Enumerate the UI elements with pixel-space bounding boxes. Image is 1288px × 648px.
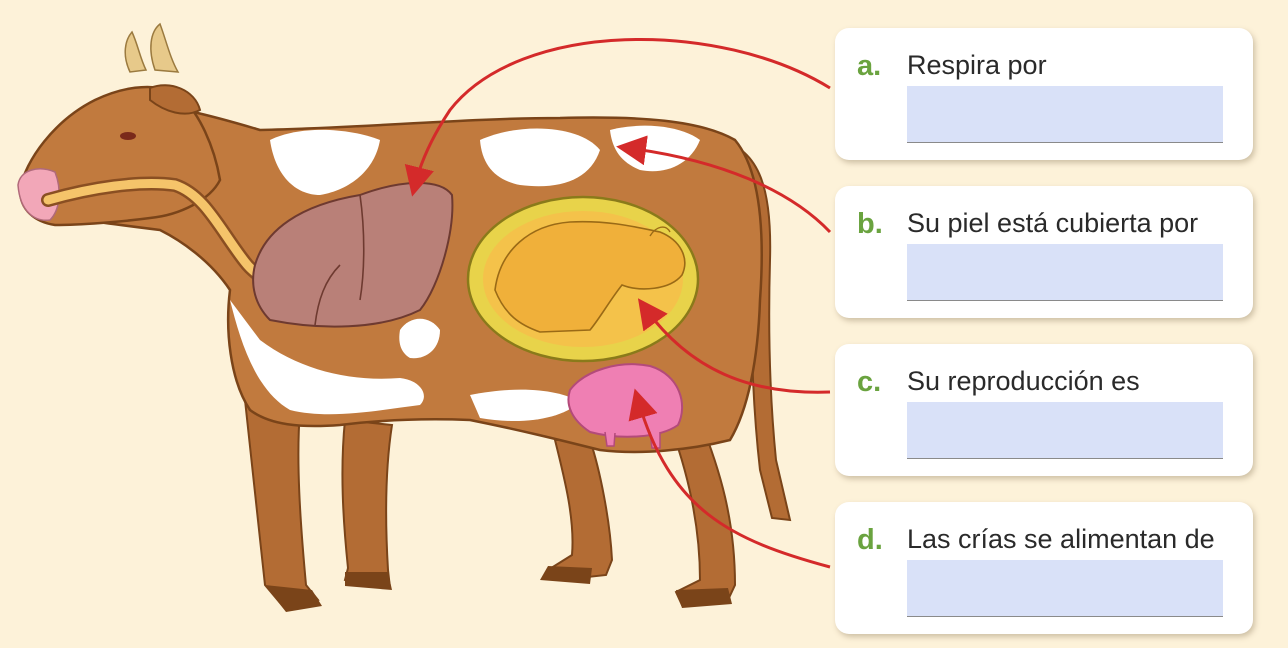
answer-field-b[interactable] [907,244,1223,301]
womb-with-fetus [468,197,698,361]
label-letter: a. [857,50,881,83]
label-prompt: Respira por [907,50,1047,81]
label-card-b: b. Su piel está cubierta por [835,186,1253,318]
answer-field-d[interactable] [907,560,1223,617]
label-prompt: Su piel está cubierta por [907,208,1198,239]
label-card-d: d. Las crías se alimentan de [835,502,1253,634]
label-letter: b. [857,208,883,241]
label-letter: d. [857,524,883,557]
label-letter: c. [857,366,881,399]
label-prompt: Su reproducción es [907,366,1140,397]
answer-field-c[interactable] [907,402,1223,459]
answer-field-a[interactable] [907,86,1223,143]
label-prompt: Las crías se alimentan de [907,524,1215,555]
label-card-a: a. Respira por [835,28,1253,160]
label-card-c: c. Su reproducción es [835,344,1253,476]
